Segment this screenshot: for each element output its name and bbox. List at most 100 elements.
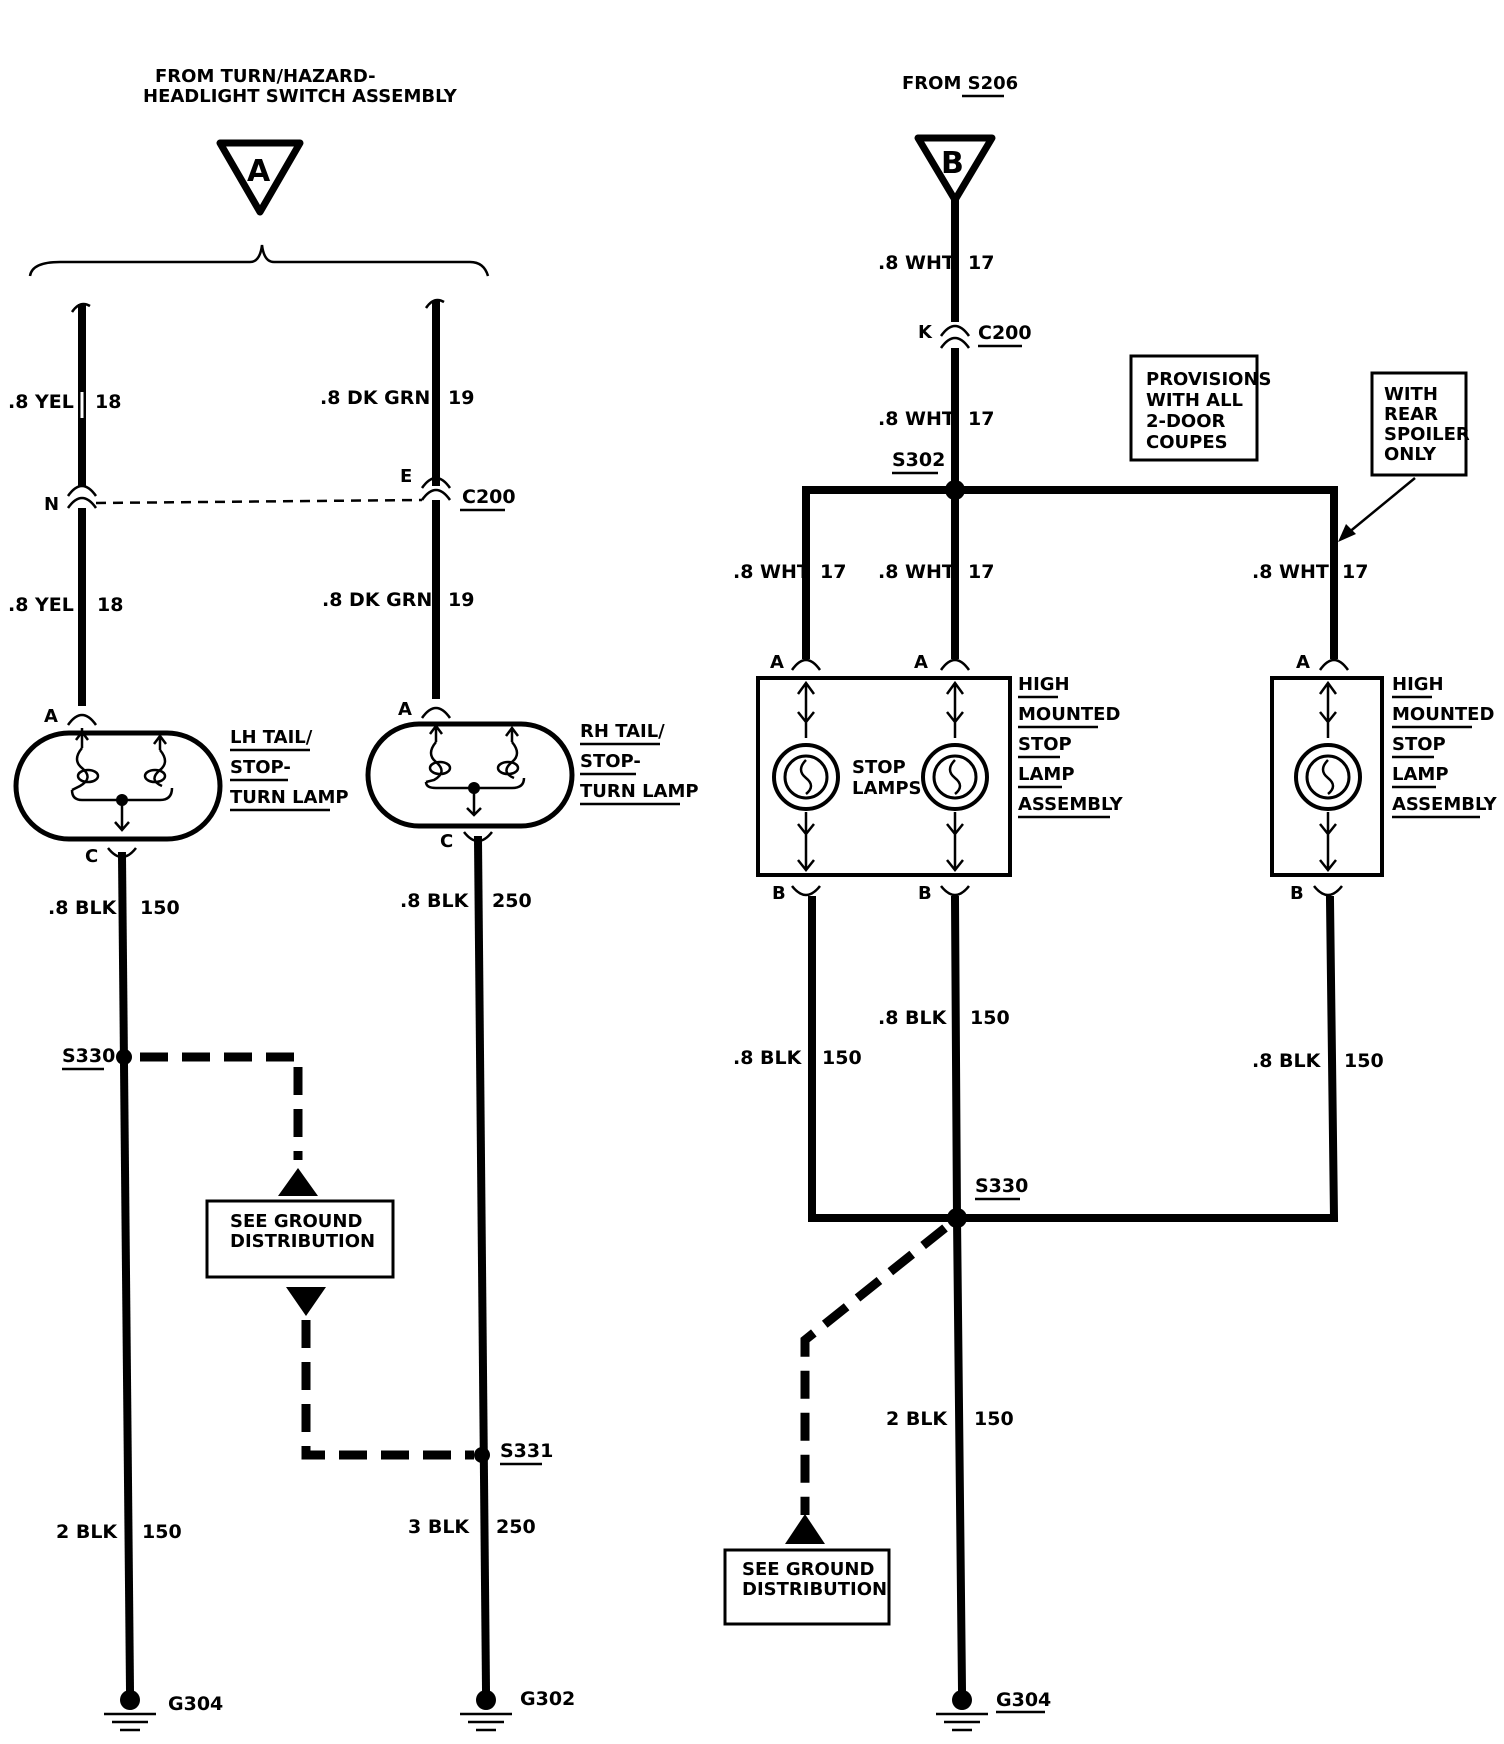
rh-lamp-line3: TURN LAMP [580, 781, 699, 802]
hmsl-spoiler-label-line1: HIGH [1392, 674, 1444, 695]
lh-lamp-line3: TURN LAMP [230, 787, 349, 808]
lh-ground-wire-color: .8 BLK [48, 897, 118, 919]
rh-pin-a: A [398, 699, 412, 720]
return-left-color: .8 BLK [733, 1047, 803, 1069]
see-ground-left-line2: DISTRIBUTION [230, 1231, 375, 1252]
source-label-line2: HEADLIGHT SWITCH ASSEMBLY [143, 86, 458, 107]
lh-lamp-line2: STOP- [230, 757, 291, 778]
s330-label-left: S330 [62, 1045, 115, 1067]
hmsl-spoiler-pin-b: B [1290, 883, 1304, 904]
rh-ground-wire [473, 835, 491, 1695]
hmsl-dual-pin-b2: B [918, 883, 932, 904]
hmsl-dual-label-line4: LAMP [1018, 764, 1075, 785]
lh-pin-c: C [85, 846, 98, 867]
g304-label-right: G304 [996, 1689, 1051, 1711]
hmsl-assembly-spoiler: A B HIGH MOUNTED STOP LAMP ASSEMBLY [1270, 652, 1498, 904]
s330-splice-left: S330 [62, 1045, 318, 1196]
lh-ground-wire-circuit: 150 [140, 897, 180, 919]
spoiler-line1: WITH [1384, 384, 1438, 405]
hmsl-spoiler-label-line3: STOP [1392, 734, 1446, 755]
branch-center-circuit: 17 [968, 561, 994, 583]
s331-splice: S331 [474, 1440, 553, 1466]
rh-wire-circuit-mid: 19 [448, 589, 474, 611]
s302-label: S302 [892, 449, 945, 471]
hmsl-dual-label-line1: HIGH [1018, 674, 1070, 695]
provisions-note: PROVISIONS WITH ALL 2-DOOR COUPES [1129, 354, 1272, 462]
lh-wire-circuit-top: 18 [95, 391, 121, 413]
lh-wire-color-top: .8 YEL [8, 391, 74, 413]
g302-label: G302 [520, 1688, 575, 1710]
s330-splice-right: S330 [785, 1175, 1028, 1544]
see-ground-distribution-left: SEE GROUND DISTRIBUTION [205, 1199, 474, 1460]
rh-bottom-wire-color: 3 BLK [408, 1516, 470, 1538]
see-ground-left-line1: SEE GROUND [230, 1211, 362, 1232]
rh-wire-color-mid: .8 DK GRN [322, 589, 432, 611]
ground-g304-right: G304 [936, 1689, 1051, 1732]
lh-ground-wire [117, 851, 135, 1695]
rh-ground-wire-circuit: 250 [492, 890, 532, 912]
harness-brace [28, 244, 490, 277]
connector-b: B [914, 134, 996, 204]
c200-label-right: C200 [978, 322, 1032, 344]
connector-b-id: B [941, 146, 964, 181]
hmsl-dual-pin-a1: A [770, 652, 784, 673]
s330-label-right: S330 [975, 1175, 1028, 1197]
rh-lamp-line2: STOP- [580, 751, 641, 772]
see-ground-right-line1: SEE GROUND [742, 1559, 874, 1580]
s331-label: S331 [500, 1440, 553, 1462]
b-wire-circuit-top: 17 [968, 252, 994, 274]
branch-center-color: .8 WHT [878, 561, 955, 583]
hmsl-dual-pin-b1: B [772, 883, 786, 904]
right-bottom-wire-color: 2 BLK [886, 1408, 948, 1430]
branch-right-circuit: 17 [1342, 561, 1368, 583]
lh-lamp-line1: LH TAIL/ [230, 727, 313, 748]
return-center-color: .8 BLK [878, 1007, 948, 1029]
hmsl-assembly-dual: A A STOP LAMPS B B HIGH MOUNTED STOP [756, 652, 1124, 904]
lh-pin-a: A [44, 706, 58, 727]
provisions-line2: WITH ALL [1146, 390, 1243, 411]
return-wire-left [808, 896, 959, 1222]
return-right-circuit: 150 [1344, 1050, 1384, 1072]
connector-a: A [216, 139, 304, 216]
branch-right-color: .8 WHT [1252, 561, 1329, 583]
hmsl-spoiler-label-line5: ASSEMBLY [1392, 794, 1498, 815]
pin-n: N [44, 494, 59, 515]
hmsl-dual-label-line3: STOP [1018, 734, 1072, 755]
hmsl-spoiler-pin-a: A [1296, 652, 1310, 673]
g304-label-left: G304 [168, 1693, 223, 1715]
right-circuit: FROM S206 B .8 WHT 17 K C200 .8 WHT 17 S… [723, 73, 1498, 1732]
return-wire-center [950, 895, 962, 1223]
c200-connector-right: K C200 [918, 322, 1032, 349]
stop-lamps-line2: LAMPS [852, 778, 921, 799]
lh-bottom-wire-color: 2 BLK [56, 1521, 118, 1543]
right-ground-wire [952, 1213, 967, 1695]
return-wire-right [953, 895, 1339, 1222]
pin-e: E [400, 466, 412, 487]
lh-bottom-wire-circuit: 150 [142, 1521, 182, 1543]
lh-wire-circuit-mid: 18 [97, 594, 123, 616]
lh-wire-color-mid: .8 YEL [8, 594, 74, 616]
left-circuit: FROM TURN/HAZARD- HEADLIGHT SWITCH ASSEM… [8, 66, 699, 1732]
see-ground-right-line2: DISTRIBUTION [742, 1579, 887, 1600]
stop-lamps-line1: STOP [852, 757, 906, 778]
rh-lamp-line1: RH TAIL/ [580, 721, 665, 742]
spoiler-line3: SPOILER [1384, 424, 1470, 445]
hmsl-spoiler-label-line2: MOUNTED [1392, 704, 1494, 725]
rh-ground-wire-color: .8 BLK [400, 890, 470, 912]
rh-tail-stop-turn-lamp: A RH TAIL/ STOP- TURN LAMP C [365, 699, 699, 852]
hmsl-dual-pin-a2: A [914, 652, 928, 673]
rh-pin-c: C [440, 831, 453, 852]
rear-spoiler-note: WITH REAR SPOILER ONLY [1338, 371, 1470, 542]
hmsl-dual-label-line2: MOUNTED [1018, 704, 1120, 725]
connector-a-id: A [247, 154, 271, 189]
c200-label-left: C200 [462, 486, 516, 508]
spoiler-line4: ONLY [1384, 444, 1437, 465]
provisions-line4: COUPES [1146, 432, 1228, 453]
rh-wire-circuit-top: 19 [448, 387, 474, 409]
return-left-circuit: 150 [822, 1047, 862, 1069]
spoiler-line2: REAR [1384, 404, 1438, 425]
c200-connector-left: N E C200 [44, 466, 516, 515]
see-ground-distribution-right: SEE GROUND DISTRIBUTION [723, 1548, 891, 1626]
right-source-label: FROM S206 [902, 73, 1018, 94]
ground-g302: G302 [460, 1688, 575, 1732]
